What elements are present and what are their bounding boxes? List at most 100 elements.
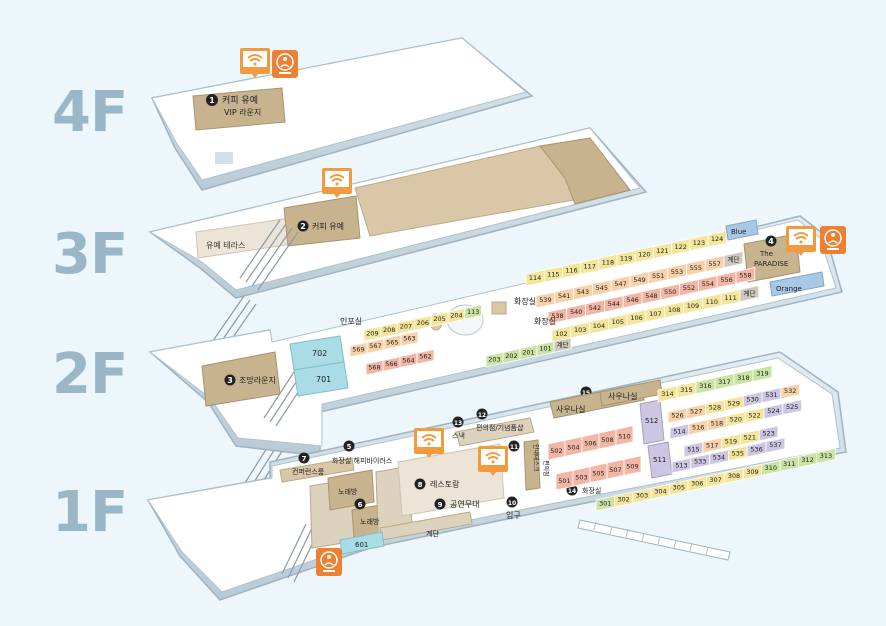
m5-label: 화장실 해피바이러스: [332, 456, 393, 465]
floor-label-3f: 3F: [52, 222, 128, 287]
room-number: 302: [617, 496, 629, 504]
room-number: 564: [402, 356, 414, 364]
marker-15: 15: [582, 390, 590, 397]
room-number: 525: [786, 403, 798, 411]
room-number: 314: [661, 390, 673, 398]
room-number: 204: [450, 312, 462, 320]
room-number: 527: [690, 407, 702, 415]
observation-label: 조망라운지: [239, 375, 276, 385]
info-desk-icon: [316, 548, 342, 576]
cafe-area-3f[interactable]: [283, 195, 361, 247]
room-number: 203: [488, 356, 500, 364]
wifi-icon: [786, 226, 816, 256]
room-511-shape[interactable]: [647, 441, 673, 479]
room-cell[interactable]: [782, 399, 802, 416]
m7-label: 컨퍼런스룸: [292, 467, 325, 476]
room-511[interactable]: 511: [653, 456, 666, 464]
room-number: 505: [592, 470, 604, 478]
room-number: 206: [417, 319, 429, 327]
room-number: 515: [687, 445, 699, 453]
m14-label: 화장실: [582, 486, 601, 495]
room-number: 303: [636, 492, 648, 500]
room-cell[interactable]: [739, 285, 760, 303]
room-cell[interactable]: [416, 348, 435, 365]
room-cell[interactable]: [758, 425, 779, 442]
wifi-icon: [478, 446, 508, 476]
room-cell[interactable]: [780, 383, 800, 400]
blue-room[interactable]: [725, 219, 759, 241]
room-number: 101: [539, 345, 551, 353]
room-number: 526: [671, 411, 683, 419]
room-number: 319: [756, 370, 768, 378]
marker-2-num: 2: [300, 222, 306, 231]
room-number: 553: [671, 268, 683, 276]
marker-14: 14: [568, 488, 576, 495]
room-number: 545: [596, 284, 608, 292]
marker-4: [765, 235, 777, 247]
room-number: 113: [467, 308, 479, 316]
room-number: 503: [575, 473, 587, 481]
room-number: 312: [801, 456, 813, 464]
room-cell[interactable]: [707, 230, 727, 248]
room-512[interactable]: 512: [645, 417, 658, 425]
room-number: 209: [366, 330, 378, 338]
marker-6: 6: [358, 501, 363, 509]
room-number: 563: [403, 335, 415, 343]
room-number: 531: [765, 391, 777, 399]
room-702[interactable]: 702: [312, 349, 327, 358]
room-number: 316: [699, 382, 711, 390]
room-601[interactable]: 601: [355, 541, 368, 549]
room-number: 519: [725, 437, 737, 445]
room-number: 115: [547, 270, 559, 278]
marker-4-num: 4: [768, 237, 774, 246]
room-number: 304: [654, 488, 666, 496]
room-512-shape[interactable]: [639, 399, 665, 445]
orange-label: Orange: [776, 285, 802, 293]
room-number: 107: [649, 310, 661, 318]
room-cell[interactable]: [723, 251, 744, 269]
room-cell[interactable]: [765, 437, 786, 454]
m12-label: 편의점/기념품샵: [476, 423, 524, 432]
room-number: 510: [618, 432, 630, 440]
sauna2-label: 사우나실: [608, 391, 637, 401]
row-c-label: 화장실: [534, 316, 556, 326]
orange-room[interactable]: [769, 271, 825, 297]
room-number: 529: [728, 399, 740, 407]
room-cell[interactable]: [816, 448, 836, 465]
room-number: 517: [706, 441, 718, 449]
floor-label-2f: 2F: [52, 342, 128, 407]
room-cell[interactable]: [752, 364, 773, 383]
room-number: 309: [746, 468, 758, 476]
room-number: 514: [673, 427, 685, 435]
room-cell[interactable]: [464, 304, 483, 320]
room-cell[interactable]: [615, 425, 634, 446]
restaurant-area[interactable]: [397, 443, 505, 517]
marker-13: 13: [454, 420, 462, 427]
room-number: 118: [602, 259, 614, 267]
marker-3-num: 3: [227, 376, 233, 385]
room-cell[interactable]: [400, 330, 419, 347]
room-number: 542: [589, 304, 601, 312]
stairs-label-1f: 계단: [426, 529, 439, 538]
yellow-row-label: 인포실: [340, 316, 362, 326]
room-cell[interactable]: [735, 267, 756, 285]
room-number: 523: [762, 429, 774, 437]
room-number: 516: [692, 423, 704, 431]
room-701[interactable]: 701: [316, 375, 331, 384]
m6-label: 노래방: [338, 487, 358, 496]
info-desk-icon: [820, 226, 846, 254]
room-number: 504: [567, 443, 579, 451]
room-number: 562: [419, 353, 431, 361]
marker-3: [224, 374, 236, 386]
marker-7: 7: [302, 455, 307, 463]
room-number: 539: [539, 296, 551, 304]
room-number: 201: [522, 348, 534, 356]
room-number: 543: [577, 288, 589, 296]
room-cell[interactable]: [623, 455, 642, 476]
room-number: 548: [645, 292, 657, 300]
